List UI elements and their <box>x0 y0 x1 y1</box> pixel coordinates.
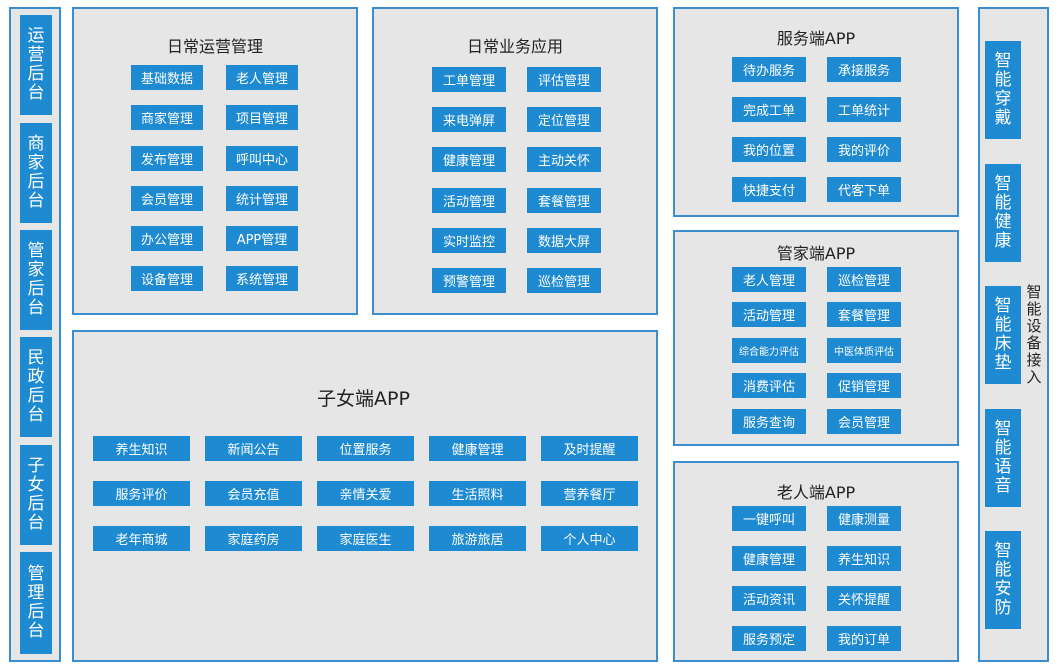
devices-label: 智能设备接入 <box>1026 283 1042 386</box>
service-item[interactable]: 承接服务 <box>827 57 901 82</box>
children-item[interactable]: 养生知识 <box>93 436 190 461</box>
device-item-voice[interactable]: 智能语音 <box>985 409 1021 507</box>
elder-app-panel: 老人端APP 一键呼叫 健康测量 健康管理 养生知识 活动资讯 关怀提醒 服务预… <box>673 461 959 662</box>
service-item[interactable]: 快捷支付 <box>732 177 806 202</box>
biz-item[interactable]: 定位管理 <box>527 107 601 132</box>
sidebar-item-civil-affairs[interactable]: 民政后台 <box>20 337 52 437</box>
children-item[interactable]: 生活照料 <box>429 481 526 506</box>
steward-item[interactable]: 综合能力评估 <box>732 338 806 363</box>
steward-item[interactable]: 套餐管理 <box>827 302 901 327</box>
sidebar-item-steward[interactable]: 管家后台 <box>20 230 52 330</box>
children-item[interactable]: 旅游旅居 <box>429 526 526 551</box>
biz-item[interactable]: 工单管理 <box>432 67 506 92</box>
ops-item[interactable]: 设备管理 <box>131 266 203 291</box>
children-item[interactable]: 新闻公告 <box>205 436 302 461</box>
children-item[interactable]: 及时提醒 <box>541 436 638 461</box>
ops-item[interactable]: 发布管理 <box>131 146 203 171</box>
device-item-mattress[interactable]: 智能床垫 <box>985 286 1021 384</box>
elder-item[interactable]: 活动资讯 <box>732 586 806 611</box>
ops-item[interactable]: 系统管理 <box>226 266 298 291</box>
devices-panel: 智能穿戴 智能健康 智能床垫 智能语音 智能安防 智能设备接入 <box>978 7 1049 662</box>
steward-item[interactable]: 促销管理 <box>827 373 901 398</box>
device-item-security[interactable]: 智能安防 <box>985 531 1021 629</box>
children-item[interactable]: 亲情关爱 <box>317 481 414 506</box>
biz-item[interactable]: 巡检管理 <box>527 268 601 293</box>
ops-item[interactable]: APP管理 <box>226 226 298 251</box>
service-item[interactable]: 代客下单 <box>827 177 901 202</box>
elder-item[interactable]: 健康测量 <box>827 506 901 531</box>
service-item[interactable]: 我的位置 <box>732 137 806 162</box>
ops-item[interactable]: 统计管理 <box>226 186 298 211</box>
children-item[interactable]: 个人中心 <box>541 526 638 551</box>
ops-item[interactable]: 老人管理 <box>226 65 298 90</box>
ops-mgmt-title: 日常运营管理 <box>166 37 263 56</box>
service-item[interactable]: 完成工单 <box>732 97 806 122</box>
ops-item[interactable]: 项目管理 <box>226 105 298 130</box>
children-item[interactable]: 营养餐厅 <box>541 481 638 506</box>
children-item[interactable]: 家庭医生 <box>317 526 414 551</box>
biz-item[interactable]: 来电弹屏 <box>432 107 506 132</box>
children-app-panel: 子女端APP 养生知识 新闻公告 位置服务 健康管理 及时提醒 服务评价 会员充… <box>72 330 658 662</box>
ops-item[interactable]: 呼叫中心 <box>226 146 298 171</box>
ops-item[interactable]: 商家管理 <box>131 105 203 130</box>
biz-item[interactable]: 主动关怀 <box>527 147 601 172</box>
device-item-health[interactable]: 智能健康 <box>985 164 1021 262</box>
elder-item[interactable]: 我的订单 <box>827 626 901 651</box>
biz-apps-panel: 日常业务应用 工单管理 评估管理 来电弹屏 定位管理 健康管理 主动关怀 活动管… <box>372 7 658 315</box>
biz-item[interactable]: 预警管理 <box>432 268 506 293</box>
sidebar-item-children[interactable]: 子女后台 <box>20 445 52 545</box>
biz-item[interactable]: 评估管理 <box>527 67 601 92</box>
biz-item[interactable]: 活动管理 <box>432 188 506 213</box>
children-item[interactable]: 老年商城 <box>93 526 190 551</box>
biz-item[interactable]: 数据大屏 <box>527 228 601 253</box>
service-item[interactable]: 工单统计 <box>827 97 901 122</box>
elder-item[interactable]: 关怀提醒 <box>827 586 901 611</box>
biz-item[interactable]: 实时监控 <box>432 228 506 253</box>
steward-item[interactable]: 巡检管理 <box>827 267 901 292</box>
device-item-wearable[interactable]: 智能穿戴 <box>985 41 1021 139</box>
steward-app-panel: 管家端APP 老人管理 巡检管理 活动管理 套餐管理 综合能力评估 中医体质评估… <box>673 230 959 446</box>
children-app-title: 子女端APP <box>317 388 410 410</box>
steward-item[interactable]: 消费评估 <box>732 373 806 398</box>
biz-apps-title: 日常业务应用 <box>466 37 563 56</box>
left-sidebar: 运营后台 商家后台 管家后台 民政后台 子女后台 管理后台 <box>9 7 61 662</box>
sidebar-item-admin[interactable]: 管理后台 <box>20 552 52 654</box>
elder-item[interactable]: 服务预定 <box>732 626 806 651</box>
elder-app-title: 老人端APP <box>776 483 856 502</box>
biz-item[interactable]: 健康管理 <box>432 147 506 172</box>
service-item[interactable]: 待办服务 <box>732 57 806 82</box>
ops-item[interactable]: 办公管理 <box>131 226 203 251</box>
children-item[interactable]: 健康管理 <box>429 436 526 461</box>
elder-item[interactable]: 养生知识 <box>827 546 901 571</box>
steward-item[interactable]: 活动管理 <box>732 302 806 327</box>
children-item[interactable]: 家庭药房 <box>205 526 302 551</box>
ops-mgmt-panel: 日常运营管理 基础数据 老人管理 商家管理 项目管理 发布管理 呼叫中心 会员管… <box>72 7 358 315</box>
steward-item[interactable]: 中医体质评估 <box>827 338 901 363</box>
service-app-title: 服务端APP <box>776 29 856 48</box>
children-item[interactable]: 服务评价 <box>93 481 190 506</box>
elder-item[interactable]: 健康管理 <box>732 546 806 571</box>
children-item[interactable]: 会员充值 <box>205 481 302 506</box>
biz-item[interactable]: 套餐管理 <box>527 188 601 213</box>
sidebar-item-merchant[interactable]: 商家后台 <box>20 123 52 223</box>
steward-app-title: 管家端APP <box>776 244 856 263</box>
sidebar-item-ops[interactable]: 运营后台 <box>20 15 52 115</box>
service-item[interactable]: 我的评价 <box>827 137 901 162</box>
children-item[interactable]: 位置服务 <box>317 436 414 461</box>
elder-item[interactable]: 一键呼叫 <box>732 506 806 531</box>
service-app-panel: 服务端APP 待办服务 承接服务 完成工单 工单统计 我的位置 我的评价 快捷支… <box>673 7 959 217</box>
ops-item[interactable]: 基础数据 <box>131 65 203 90</box>
steward-item[interactable]: 老人管理 <box>732 267 806 292</box>
steward-item[interactable]: 服务查询 <box>732 409 806 434</box>
steward-item[interactable]: 会员管理 <box>827 409 901 434</box>
ops-item[interactable]: 会员管理 <box>131 186 203 211</box>
